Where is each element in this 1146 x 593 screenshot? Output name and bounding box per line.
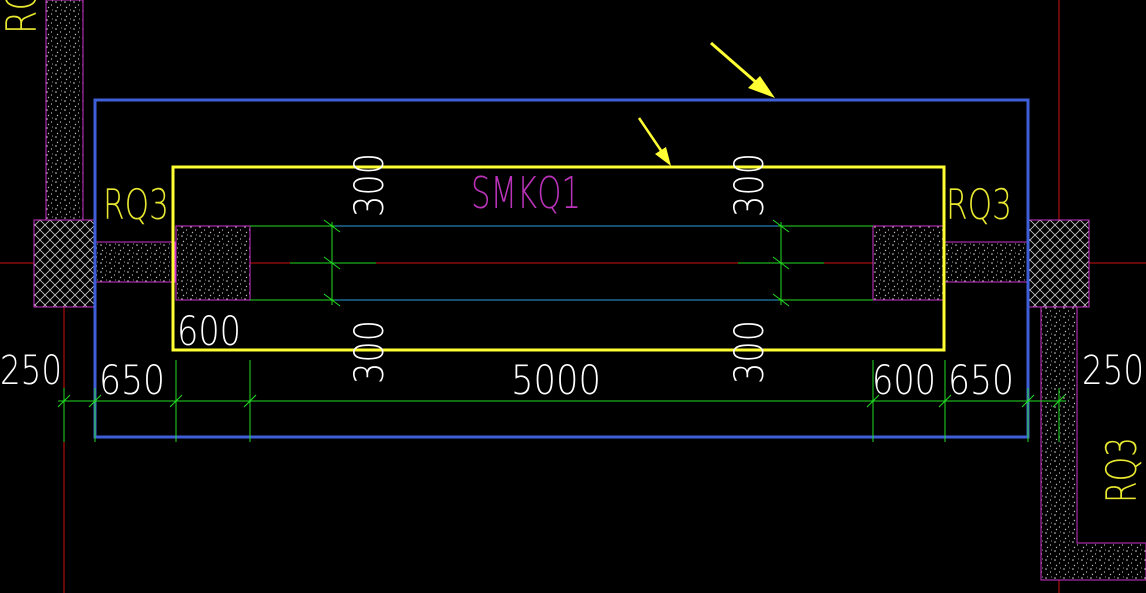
horizontal-dimensions [57, 360, 1066, 442]
vdim-tick-left-mid [323, 256, 341, 270]
dim-right-outer: 250 [1082, 348, 1144, 394]
opening-box[interactable] [171, 165, 946, 352]
arrow-icon [637, 117, 671, 166]
hdim-tick-5 [866, 394, 880, 408]
vdim-tick-right-bottom [772, 293, 790, 307]
vdim-tick-right-mid [772, 256, 790, 270]
vdim-tick-left-top [323, 219, 341, 233]
wall-left-label: RQ3 [103, 180, 169, 229]
hdim-tick-7 [1021, 394, 1035, 408]
wall-right-vertical-fill [1040, 306, 1146, 581]
hdim-tick-1 [57, 394, 71, 408]
wall-right [944, 219, 1146, 581]
vdim-tick-right-top [772, 219, 790, 233]
dim-left-outer: 250 [0, 348, 62, 394]
wall-right-vertical-label: RQ3 [1097, 437, 1146, 503]
wall-right-horizontal-fill [944, 241, 1030, 283]
opening-name-label: SMKQ1 [471, 168, 581, 219]
vertical-dimensions [290, 219, 824, 307]
dim-bottom-right: 300 [727, 320, 773, 384]
hdim-tick-8 [1052, 394, 1066, 408]
dim-center: 5000 [511, 358, 601, 404]
dim-left-offset: 650 [99, 358, 165, 404]
beam-lines [250, 225, 873, 301]
wall-right-column [1028, 219, 1090, 308]
dim-right-offset: 650 [948, 358, 1014, 404]
wall-left-column [33, 219, 96, 308]
hdim-tick-4 [243, 394, 257, 408]
dim-left-pier: 600 [177, 309, 241, 355]
wall-right-label: RQ3 [946, 180, 1012, 229]
wall-top-left-label: RQ [0, 0, 46, 34]
hdim-tick-2 [88, 394, 102, 408]
pier-left [175, 225, 251, 301]
wall-left-vertical-fill [45, 0, 84, 221]
dim-right-pier: 600 [872, 358, 936, 404]
pier-right [872, 225, 946, 301]
boundary-box[interactable] [93, 98, 1030, 439]
wall-left-horizontal-fill [94, 241, 176, 283]
wall-left [33, 0, 176, 308]
hdim-tick-3 [169, 394, 183, 408]
dim-top-left: 300 [347, 153, 393, 217]
arrow-icon [710, 41, 775, 98]
hdim-tick-6 [938, 394, 952, 408]
dim-bottom-left: 300 [347, 320, 393, 384]
dim-top-right: 300 [727, 153, 773, 217]
vdim-tick-left-bottom [323, 293, 341, 307]
